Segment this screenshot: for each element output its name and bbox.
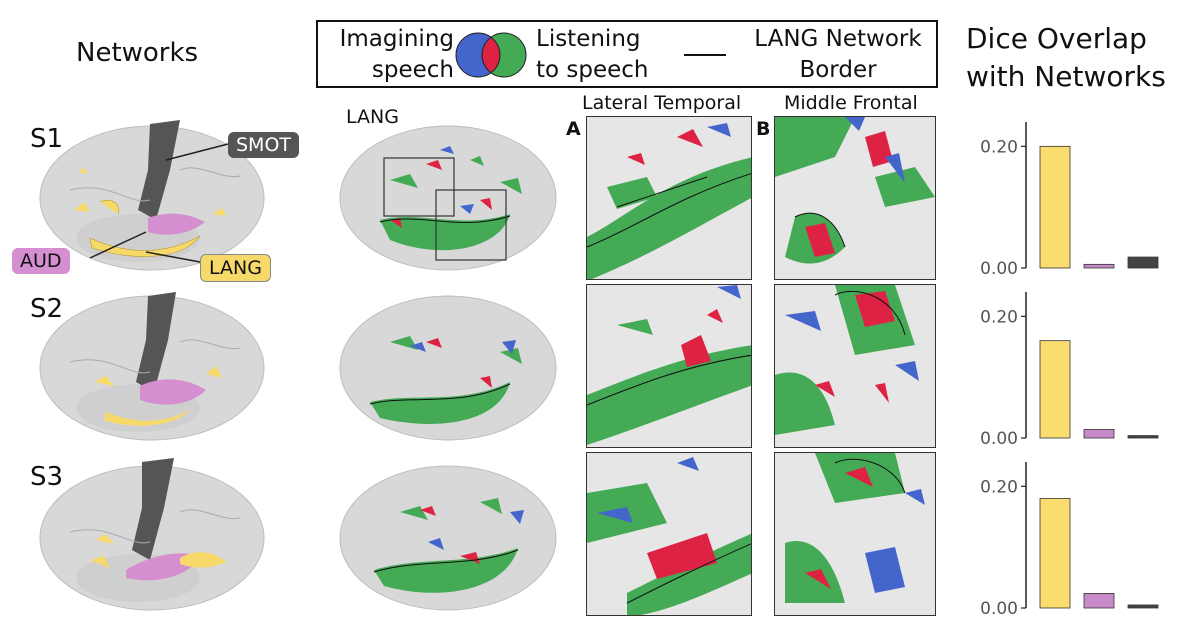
smot-label: SMOT [228, 132, 300, 158]
bar-lang [1039, 498, 1071, 609]
zoom-box-temporal [383, 157, 455, 217]
legend-border-line [684, 54, 726, 56]
legend-listening-line2: to speech [536, 57, 649, 83]
bar-aud [1083, 592, 1115, 609]
legend-box: Imagining speech Listening to speech LAN… [316, 20, 938, 88]
bar-smot [1127, 256, 1159, 269]
legend-border-line2: Border [799, 57, 877, 83]
lang-label: LANG [200, 254, 271, 282]
dice-title: Dice Overlap with Networks [966, 20, 1166, 96]
aud-label: AUD [12, 248, 70, 274]
y-tick-label: 0.00 [980, 259, 1018, 279]
crop-temporal-s1 [586, 116, 752, 280]
bar-smot [1127, 435, 1159, 439]
crop-frontal-s2 [774, 284, 936, 448]
bar-lang [1039, 340, 1071, 439]
legend-imagining-label: Imagining speech [326, 24, 454, 86]
legend-imagining-line2: speech [371, 57, 454, 83]
networks-title: Networks [76, 38, 199, 68]
subject-label-s1: S1 [30, 124, 64, 154]
bar-aud [1083, 263, 1115, 269]
brain-activation-s2 [339, 295, 557, 441]
bar-lang [1039, 145, 1071, 269]
y-tick-label: 0.20 [980, 137, 1018, 157]
bar-smot [1127, 604, 1159, 609]
dice-chart-s1: 0.20 0.00 [980, 122, 1159, 279]
crop-frontal-s3 [774, 452, 936, 616]
crop-frontal-s1 [774, 116, 936, 280]
legend-listening-line1: Listening [536, 26, 641, 52]
zoom-label-lang: LANG [346, 106, 399, 128]
bar-aud [1083, 429, 1115, 439]
callout-leaders [89, 143, 229, 263]
y-tick-label: 0.00 [980, 429, 1018, 449]
venn-icon [455, 32, 527, 78]
legend-border-line1: LANG Network [754, 26, 922, 52]
brain-networks-s2 [39, 292, 265, 441]
legend-listening-label: Listening to speech [536, 24, 649, 86]
crop-temporal-s2 [586, 284, 752, 448]
dice-chart-s2: 0.20 0.00 [980, 292, 1159, 449]
y-tick-label: 0.20 [980, 307, 1018, 327]
y-tick-label: 0.00 [980, 599, 1018, 619]
subject-label-s2: S2 [30, 294, 64, 324]
crop-temporal-s3 [586, 452, 752, 616]
panel-letter-b: B [756, 118, 771, 140]
y-tick-label: 0.20 [980, 477, 1018, 497]
subject-label-s3: S3 [30, 462, 64, 492]
dice-title-line2: with Networks [966, 60, 1166, 93]
brain-networks-s3 [39, 458, 265, 611]
dice-title-line1: Dice Overlap [966, 22, 1147, 55]
panel-letter-a: A [566, 118, 581, 140]
section-title-lateral-temporal: Lateral Temporal [582, 92, 742, 114]
legend-imagining-line1: Imagining [339, 26, 454, 52]
zoom-box-frontal [435, 189, 507, 261]
legend-border-label: LANG Network Border [746, 24, 930, 86]
section-title-middle-frontal: Middle Frontal [784, 92, 918, 114]
brain-activation-s1 [339, 125, 557, 271]
dice-chart-s3: 0.20 0.00 [980, 462, 1159, 619]
brain-activation-s3 [339, 465, 557, 611]
